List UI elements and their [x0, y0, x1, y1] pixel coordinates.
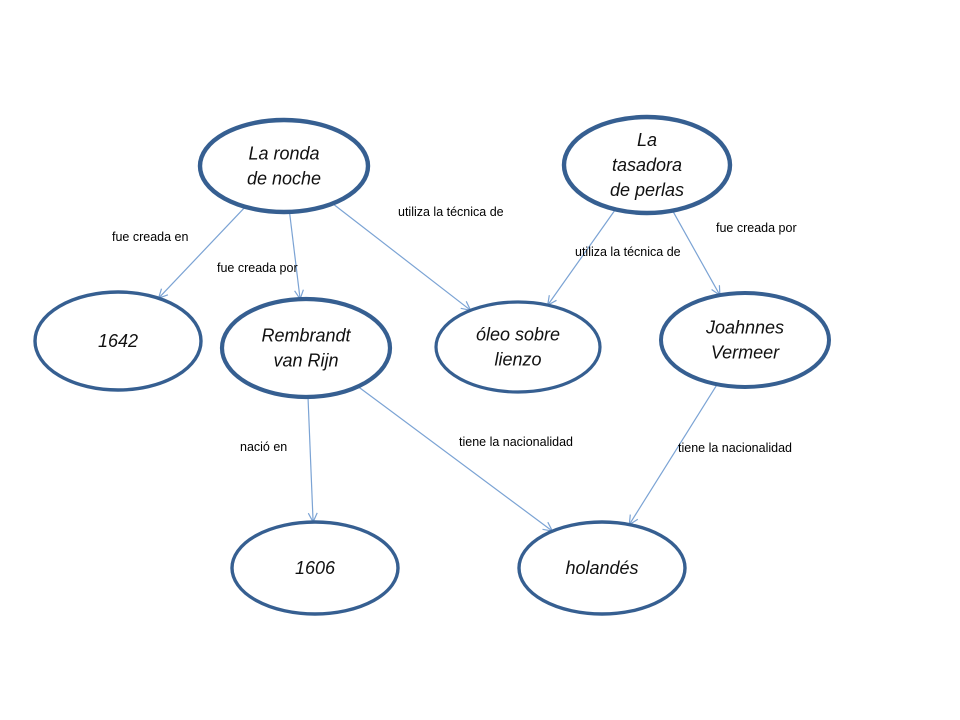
edge-line — [288, 211, 301, 300]
node-y1606: 1606 — [230, 520, 400, 616]
edge-tasadora-oleo: utiliza la técnica de — [546, 209, 681, 307]
edge-label: nació en — [240, 440, 287, 454]
edge-line — [158, 206, 246, 299]
edge-ronda-oleo: utiliza la técnica de — [332, 203, 504, 312]
edge-label: utiliza la técnica de — [575, 245, 681, 259]
node-ellipse — [659, 291, 831, 389]
edge-line — [307, 396, 314, 523]
node-holandes: holandés — [517, 520, 687, 616]
edge-label: fue creada en — [112, 230, 188, 244]
node-ellipse — [219, 296, 393, 400]
edge-ronda-rembrandt: fue creada por — [217, 211, 304, 301]
node-ellipse — [33, 290, 203, 392]
edge-vermeer-holandes: tiene la nacionalidad — [628, 383, 792, 526]
edge-label: utiliza la técnica de — [398, 205, 504, 219]
node-label: 1606 — [295, 558, 336, 578]
edge-label: tiene la nacionalidad — [459, 435, 573, 449]
node-ellipse — [561, 114, 733, 216]
edge-line — [547, 209, 616, 306]
node-ellipse — [434, 300, 602, 394]
node-label: 1642 — [98, 331, 138, 351]
node-ellipse — [197, 117, 371, 215]
edge-line — [332, 203, 471, 311]
edge-ronda-y1642: fue creada en — [112, 206, 246, 300]
node-ellipse — [230, 520, 400, 616]
node-label: holandés — [565, 558, 638, 578]
edge-line — [628, 383, 718, 525]
edge-label: fue creada por — [716, 221, 797, 235]
edge-line — [357, 386, 553, 532]
node-y1642: 1642 — [33, 290, 203, 392]
edge-rembrandt-holandes: tiene la nacionalidad — [357, 386, 573, 532]
edge-line — [672, 210, 721, 296]
edge-rembrandt-y1606: nació en — [240, 396, 318, 524]
node-ellipse — [517, 520, 687, 616]
edge-label: tiene la nacionalidad — [678, 441, 792, 455]
edge-label: fue creada por — [217, 261, 298, 275]
edge-tasadora-vermeer: fue creada por — [672, 210, 797, 297]
